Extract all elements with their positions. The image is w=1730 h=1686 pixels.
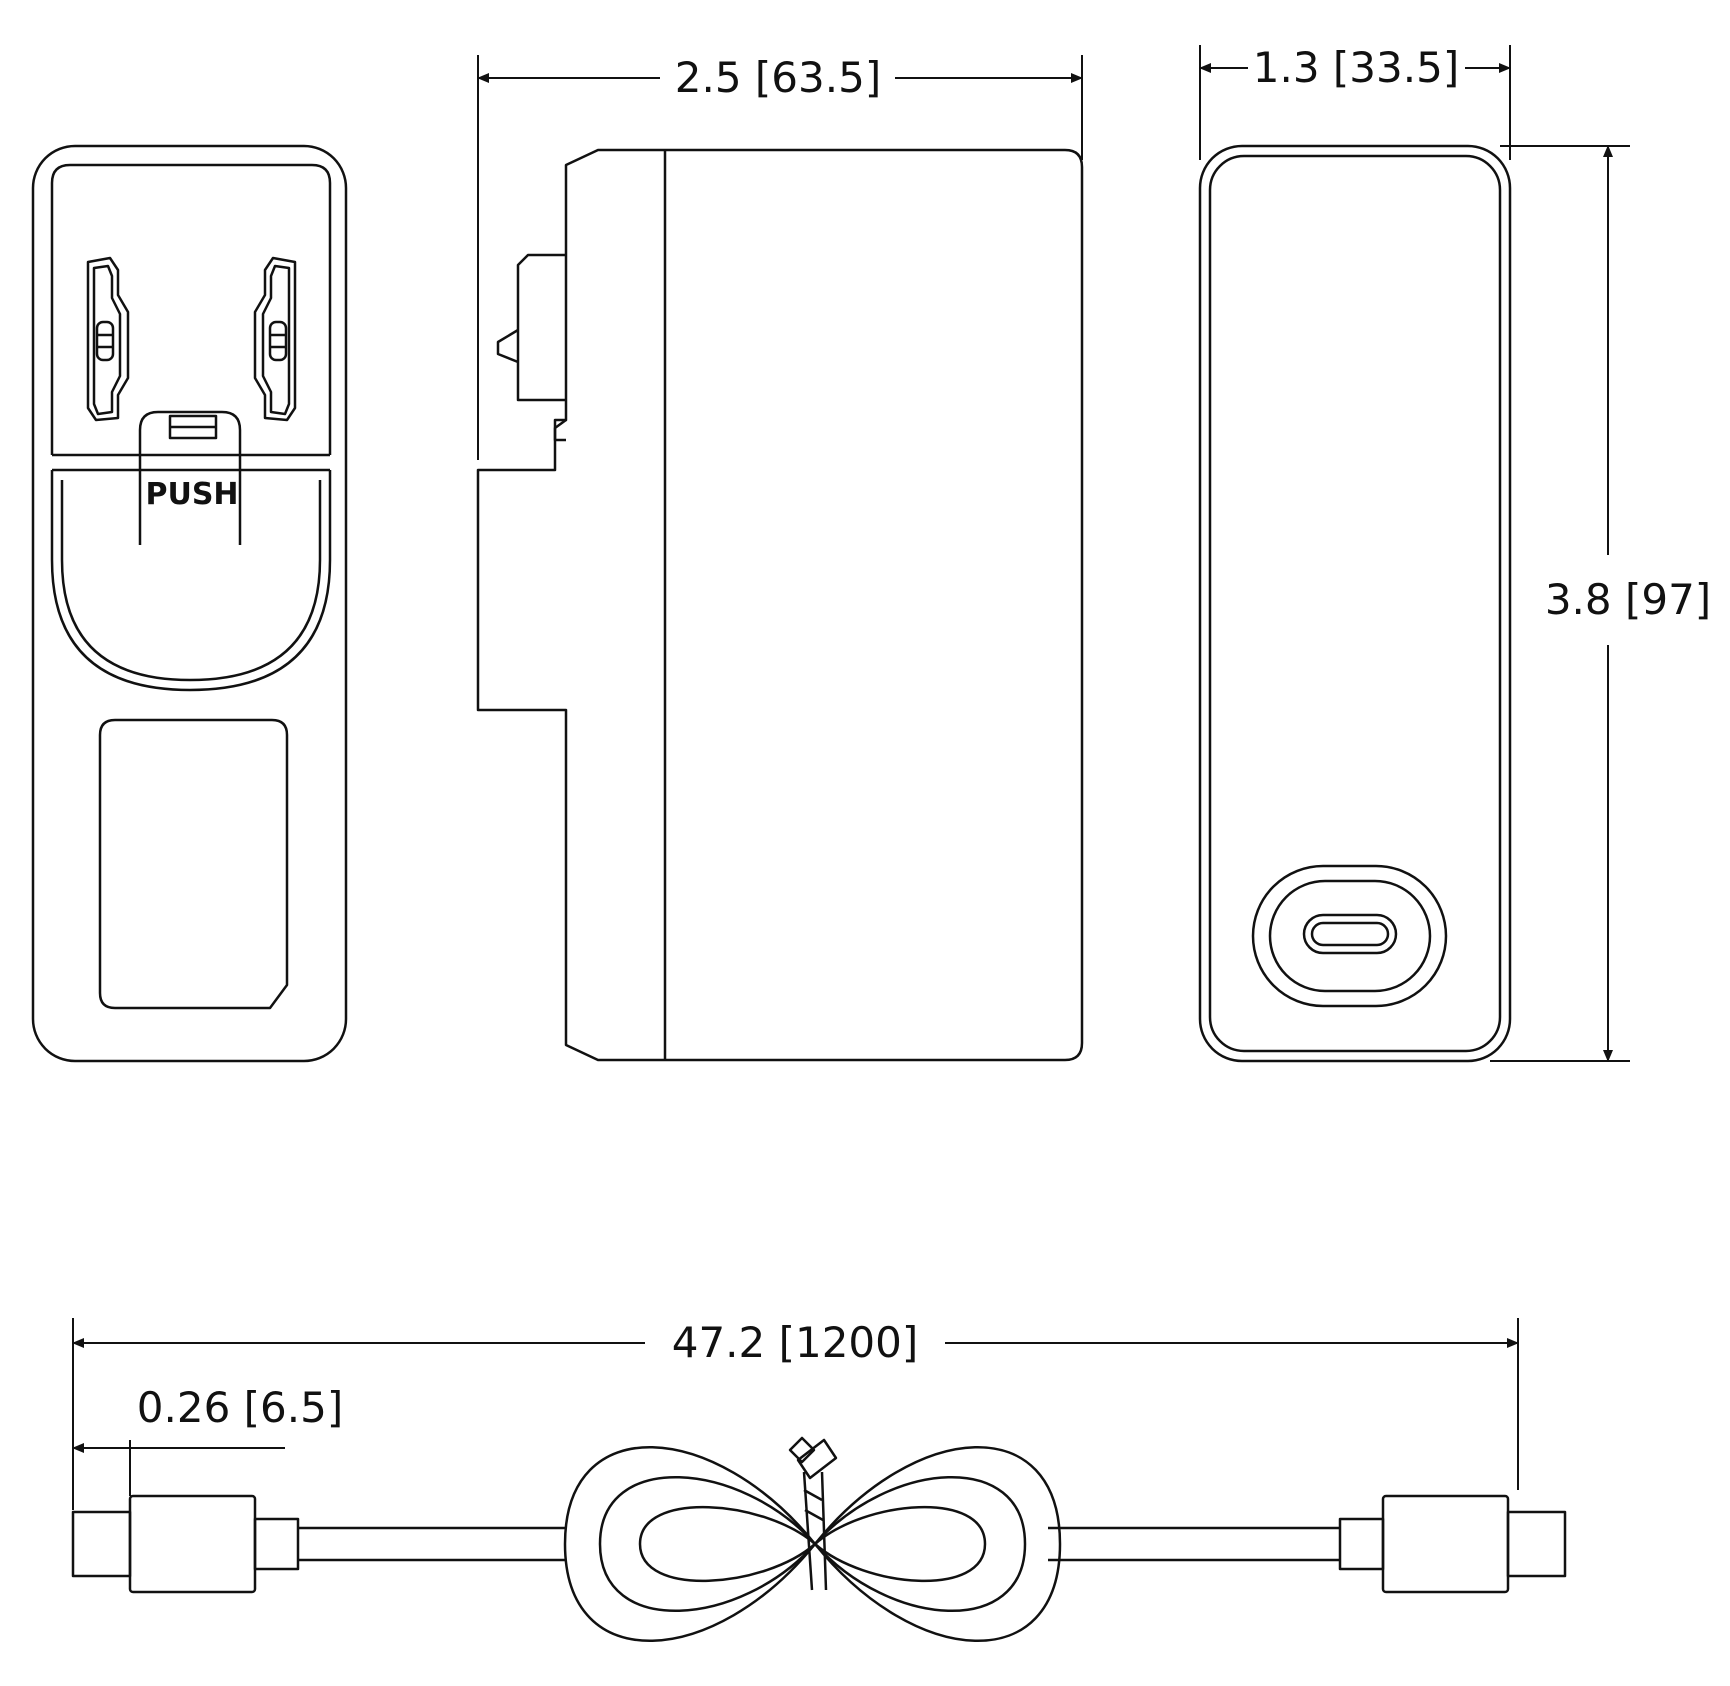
end-view [1198, 144, 1512, 1063]
side-view [476, 148, 1084, 1062]
dim-connector-offset [72, 1440, 285, 1496]
push-label: PUSH [145, 477, 238, 512]
right-connector-body [1381, 1494, 1510, 1594]
dim-adapter-depth-label: 2.5 [63.5] [675, 53, 881, 102]
left-usb-c-tip [71, 1510, 132, 1578]
dim-connector-offset-label: 0.26 [6.5] [137, 1383, 343, 1432]
dim-adapter-depth [477, 55, 1083, 460]
usb-c-port [1302, 913, 1398, 955]
left-strain-relief [253, 1517, 300, 1571]
right-usb-c-tip [1506, 1510, 1567, 1578]
front-body-outline [31, 144, 348, 1063]
dim-cable-length-label: 47.2 [1200] [672, 1318, 919, 1367]
dim-adapter-height [1490, 145, 1630, 1062]
front-view [31, 144, 348, 1063]
plug-face-panel [50, 163, 332, 455]
folded-prong [516, 253, 566, 402]
twist-tie [788, 1436, 838, 1591]
left-plug-blade [86, 256, 130, 422]
end-body-inner [1208, 154, 1502, 1053]
usb-c-port-surround [1251, 864, 1448, 1008]
end-body-outer [1198, 144, 1512, 1063]
dim-adapter-height-label: 3.8 [97] [1545, 575, 1711, 624]
dim-adapter-width [1199, 45, 1511, 160]
label-recess [98, 718, 289, 1010]
push-release-area [50, 470, 332, 692]
cable-view [71, 1436, 1567, 1642]
right-plug-blade [253, 256, 297, 422]
dim-adapter-width-label: 1.3 [33.5] [1253, 43, 1459, 92]
dim-cable-length [72, 1318, 1519, 1510]
coiled-cable [563, 1446, 1062, 1642]
side-body-outline [476, 148, 1084, 1062]
right-strain-relief [1338, 1517, 1385, 1571]
left-connector-body [128, 1494, 257, 1594]
release-latch [138, 410, 242, 545]
